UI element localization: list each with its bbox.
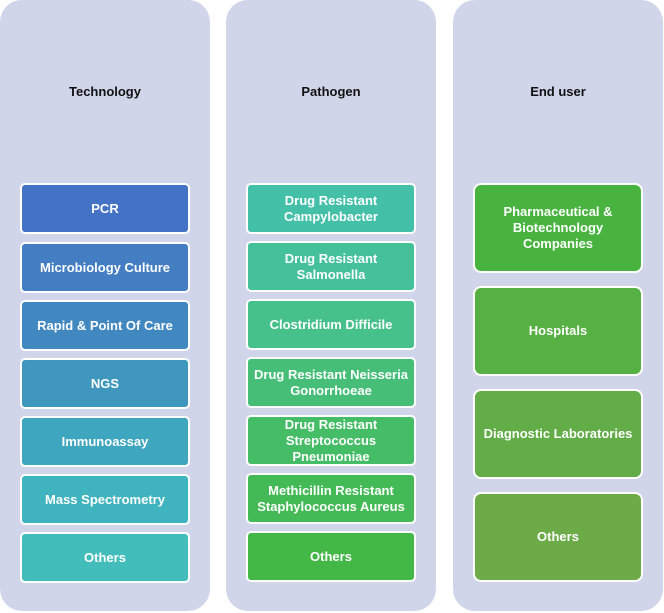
technology-item-immunoassay: Immunoassay [20, 416, 190, 467]
technology-title: Technology [69, 84, 141, 99]
pathogen-item-label: Clostridium Difficile [269, 316, 393, 332]
pathogen-title: Pathogen [301, 84, 361, 99]
technology-item-microbiology-culture: Microbiology Culture [20, 242, 190, 293]
end-user-item-hospitals: Hospitals [473, 286, 643, 376]
end-user-item-pharma-biotech: Pharmaceutical & Biotechnology Companies [473, 183, 643, 273]
pathogen-column: Pathogen Drug Resistant Campylobacter Dr… [226, 0, 436, 611]
technology-item-label: Others [84, 549, 126, 565]
end-user-item-label: Pharmaceutical & Biotechnology Companies [503, 204, 613, 251]
pathogen-item-streptococcus-pneumoniae: Drug Resistant Streptococcus Pneumoniae [246, 415, 416, 466]
end-user-item-label: Others [537, 529, 579, 544]
technology-item-others: Others [20, 532, 190, 583]
technology-item-mass-spectrometry: Mass Spectrometry [20, 474, 190, 525]
pathogen-item-others: Others [246, 531, 416, 582]
pathogen-item-label: Drug Resistant Neisseria Gonorrhoeae [254, 366, 408, 398]
technology-item-label: Rapid & Point Of Care [37, 317, 173, 333]
end-user-title: End user [530, 84, 586, 99]
technology-item-rapid-point-of-care: Rapid & Point Of Care [20, 300, 190, 351]
pathogen-item-salmonella: Drug Resistant Salmonella [246, 241, 416, 292]
pathogen-item-label: Drug Resistant Salmonella [284, 250, 378, 282]
pathogen-item-neisseria-gonorrhoeae: Drug Resistant Neisseria Gonorrhoeae [246, 357, 416, 408]
end-user-item-label: Diagnostic Laboratories [483, 426, 633, 441]
technology-item-ngs: NGS [20, 358, 190, 409]
pathogen-item-label: Others [310, 548, 352, 564]
pathogen-item-clostridium-difficile: Clostridium Difficile [246, 299, 416, 350]
end-user-column: End user Pharmaceutical & Biotechnology … [453, 0, 663, 611]
end-user-item-others: Others [473, 492, 643, 582]
pathogen-item-label: Methicillin Resistant Staphylococcus Aur… [257, 482, 405, 514]
technology-item-label: PCR [91, 200, 119, 216]
technology-item-pcr: PCR [20, 183, 190, 234]
pathogen-item-label: Drug Resistant Streptococcus Pneumoniae [284, 416, 378, 464]
pathogen-item-staphylococcus-aureus: Methicillin Resistant Staphylococcus Aur… [246, 473, 416, 524]
technology-item-label: NGS [90, 375, 120, 391]
end-user-item-diagnostic-laboratories: Diagnostic Laboratories [473, 389, 643, 479]
pathogen-item-campylobacter: Drug Resistant Campylobacter [246, 183, 416, 234]
technology-item-label: Mass Spectrometry [45, 491, 165, 507]
technology-item-label: Immunoassay [61, 433, 149, 449]
pathogen-item-label: Drug Resistant Campylobacter [284, 192, 378, 224]
end-user-item-label: Hospitals [528, 323, 588, 338]
technology-column: Technology PCR Microbiology Culture Rapi… [0, 0, 210, 611]
technology-item-label: Microbiology Culture [40, 259, 170, 275]
